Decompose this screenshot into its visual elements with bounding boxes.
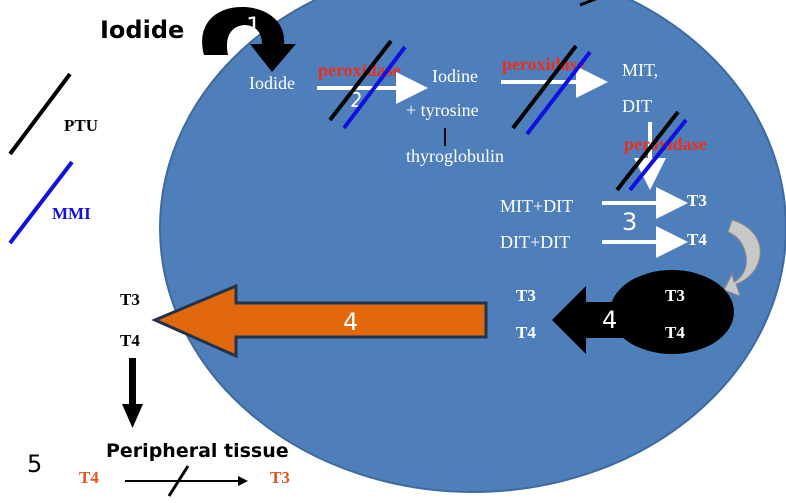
iodine-label: Iodine [432, 66, 478, 86]
down-arrow-icon [122, 358, 143, 428]
block-slash-icon [615, 110, 688, 192]
t4-product-label: T4 [687, 230, 707, 249]
top-arrow-fragment [579, 0, 597, 7]
storage-t4-label: T4 [665, 323, 685, 342]
mmi-legend-label: MMI [52, 204, 91, 223]
follicular-cell [159, 0, 786, 493]
conversion-t3-label: T3 [270, 468, 290, 487]
step-3-label: 3 [622, 208, 637, 236]
left-arrow-icon [552, 286, 650, 354]
step-5-label: 5 [27, 450, 42, 478]
mit-label: MIT, [622, 60, 658, 80]
iodide-label: Iodide [249, 73, 295, 93]
curved-arrow-icon [723, 219, 761, 297]
peroxidase-label-1: peroxidase [318, 60, 401, 80]
ptu-legend-label: PTU [64, 116, 98, 135]
mmi-legend-line [8, 160, 74, 245]
step-1-label: 1 [246, 12, 261, 40]
dit-label: DIT [622, 96, 652, 116]
curved-arrow-icon [202, 6, 296, 72]
step-4-big-label: 4 [343, 308, 358, 336]
colloid-t3-label: T3 [516, 286, 536, 305]
colloid-t4-label: T4 [516, 323, 536, 342]
secreted-t3-label: T3 [120, 290, 140, 309]
dit-dit-label: DIT+DIT [500, 232, 570, 252]
secreted-t4-label: T4 [120, 331, 140, 350]
conversion-block-slash [167, 465, 190, 497]
conversion-t4-label: T4 [79, 468, 99, 487]
thyroglobulin-label: thyroglobulin [406, 146, 504, 166]
left-arrow-icon [151, 283, 488, 359]
step-4-small-label: 4 [602, 306, 617, 334]
peroxidase-label-2: peroxidase [502, 54, 585, 74]
block-slash-icon [511, 44, 592, 136]
iodide-title: Iodide [100, 16, 184, 44]
mit-dit-label: MIT+DIT [500, 196, 573, 216]
t3-product-label: T3 [687, 191, 707, 210]
peripheral-tissue-label: Peripheral tissue [106, 440, 289, 462]
tyrosine-label: + tyrosine [406, 100, 479, 120]
storage-t3-label: T3 [665, 286, 685, 305]
ptu-legend-line [8, 72, 72, 156]
block-slash-icon [328, 39, 407, 130]
